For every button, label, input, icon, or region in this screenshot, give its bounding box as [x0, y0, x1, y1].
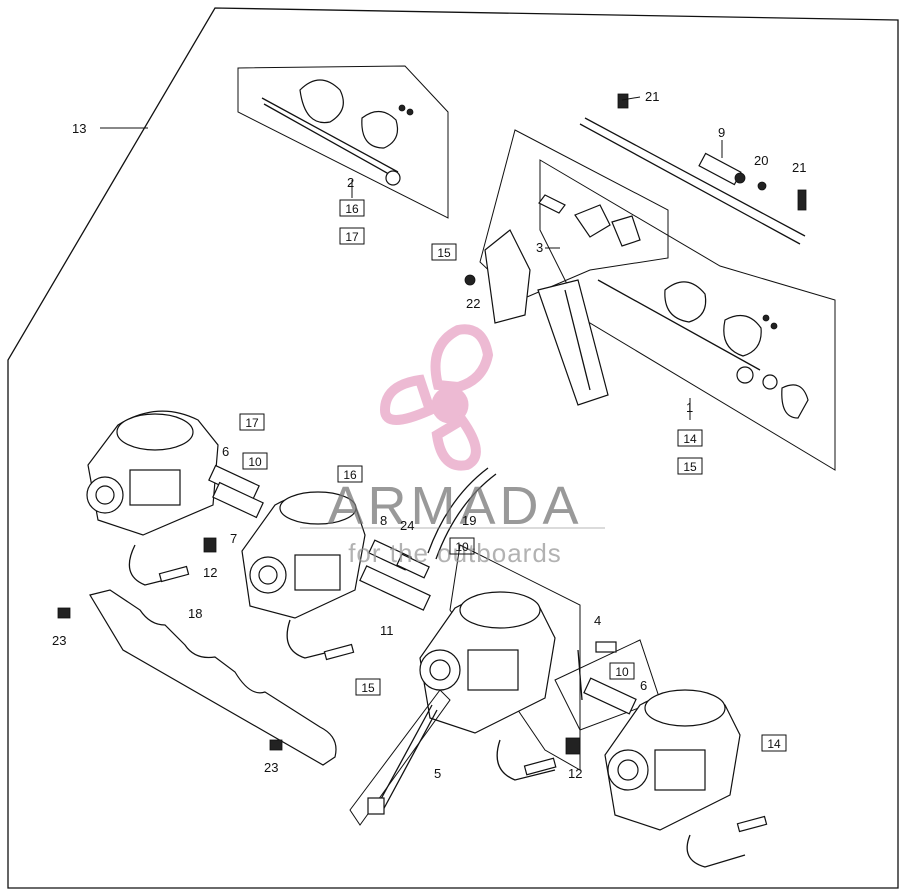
svg-text:16: 16 — [343, 468, 357, 482]
inset-panel-5 — [349, 689, 451, 826]
boxed-callout-10-middle: 10 — [449, 537, 475, 555]
carburetor-1 — [86, 410, 219, 586]
screw-23-left — [57, 607, 71, 619]
callout-8: 8 — [380, 513, 387, 528]
svg-text:10: 10 — [248, 455, 262, 469]
carburetor-4 — [604, 689, 768, 868]
carburetor-3 — [419, 591, 557, 781]
throttle-shaft-1 — [597, 279, 809, 419]
inset-panel-1 — [539, 159, 836, 471]
inset-panel-2 — [237, 65, 449, 219]
linkage-bracket-3 — [464, 194, 641, 406]
callout-18: 18 — [188, 606, 202, 621]
callout-6-left: 6 — [222, 444, 229, 459]
throttle-shaft-9 — [579, 93, 807, 245]
callout-19: 19 — [462, 513, 476, 528]
synchro-parts-6 — [203, 464, 264, 553]
callout-1: 1 — [686, 400, 693, 415]
gasket-plate-18 — [89, 589, 337, 766]
inset-panel-3 — [479, 129, 669, 301]
boxed-callout-17-left: 17 — [239, 413, 265, 431]
assembly-boundary — [7, 7, 899, 889]
boxed-callout-14-right: 14 — [677, 429, 703, 447]
callout-6-right: 6 — [640, 678, 647, 693]
callout-24: 24 — [400, 518, 414, 533]
watermark-subtitle: for the outboards — [348, 538, 562, 568]
boxed-callouts: 16 17 15 14 15 17 10 16 — [239, 199, 787, 752]
svg-text:16: 16 — [345, 202, 359, 216]
callout-22: 22 — [466, 296, 480, 311]
svg-text:15: 15 — [437, 246, 451, 260]
svg-text:14: 14 — [683, 432, 697, 446]
boxed-callout-15-right: 15 — [677, 457, 703, 475]
svg-text:15: 15 — [361, 681, 375, 695]
boxed-callout-14-lower: 14 — [761, 734, 787, 752]
synchro-parts-11 — [359, 539, 431, 611]
boxed-callout-10-left: 10 — [242, 452, 268, 470]
throttle-shaft-2 — [261, 79, 414, 186]
callout-23-left: 23 — [52, 633, 66, 648]
callout-21-top: 21 — [645, 89, 659, 104]
leader-21a — [621, 96, 641, 101]
screw-23-bottom — [269, 739, 283, 751]
callout-7: 7 — [230, 531, 237, 546]
fuel-hose-19 — [427, 467, 497, 560]
svg-text:15: 15 — [683, 460, 697, 474]
boxed-callout-16-middle: 16 — [337, 465, 363, 483]
boxed-callout-15-lower: 15 — [355, 678, 381, 696]
inset-panel-10 — [449, 544, 581, 771]
svg-text:10: 10 — [455, 540, 469, 554]
carburetor-2 — [241, 491, 366, 661]
callout-3: 3 — [536, 240, 543, 255]
watermark-title: ARMADA — [327, 476, 582, 536]
callout-4: 4 — [594, 613, 601, 628]
callout-12-right: 12 — [568, 766, 582, 781]
callout-labels: 13 2 21 9 20 21 3 22 1 6 7 12 8 24 19 11… — [52, 89, 806, 781]
callout-20: 20 — [754, 153, 768, 168]
watermark-logo — [379, 324, 494, 471]
callout-11: 11 — [380, 623, 394, 638]
svg-text:17: 17 — [345, 230, 359, 244]
boxed-callout-17-top: 17 — [339, 227, 365, 245]
synchro-parts-4 — [577, 641, 637, 715]
boxed-callout-15-top: 15 — [431, 243, 457, 261]
boxed-callout-16-top: 16 — [339, 199, 365, 217]
callout-2: 2 — [347, 175, 354, 190]
callout-5: 5 — [434, 766, 441, 781]
callout-9: 9 — [718, 125, 725, 140]
callout-21-right: 21 — [792, 160, 806, 175]
callout-13: 13 — [72, 121, 86, 136]
svg-text:10: 10 — [615, 665, 629, 679]
adjuster-5 — [367, 704, 438, 815]
boxed-callout-10-lower: 10 — [609, 662, 635, 680]
svg-text:14: 14 — [767, 737, 781, 751]
svg-text:17: 17 — [245, 416, 259, 430]
callout-23-bottom: 23 — [264, 760, 278, 775]
callout-12-left: 12 — [203, 565, 217, 580]
spring-12 — [565, 737, 581, 755]
